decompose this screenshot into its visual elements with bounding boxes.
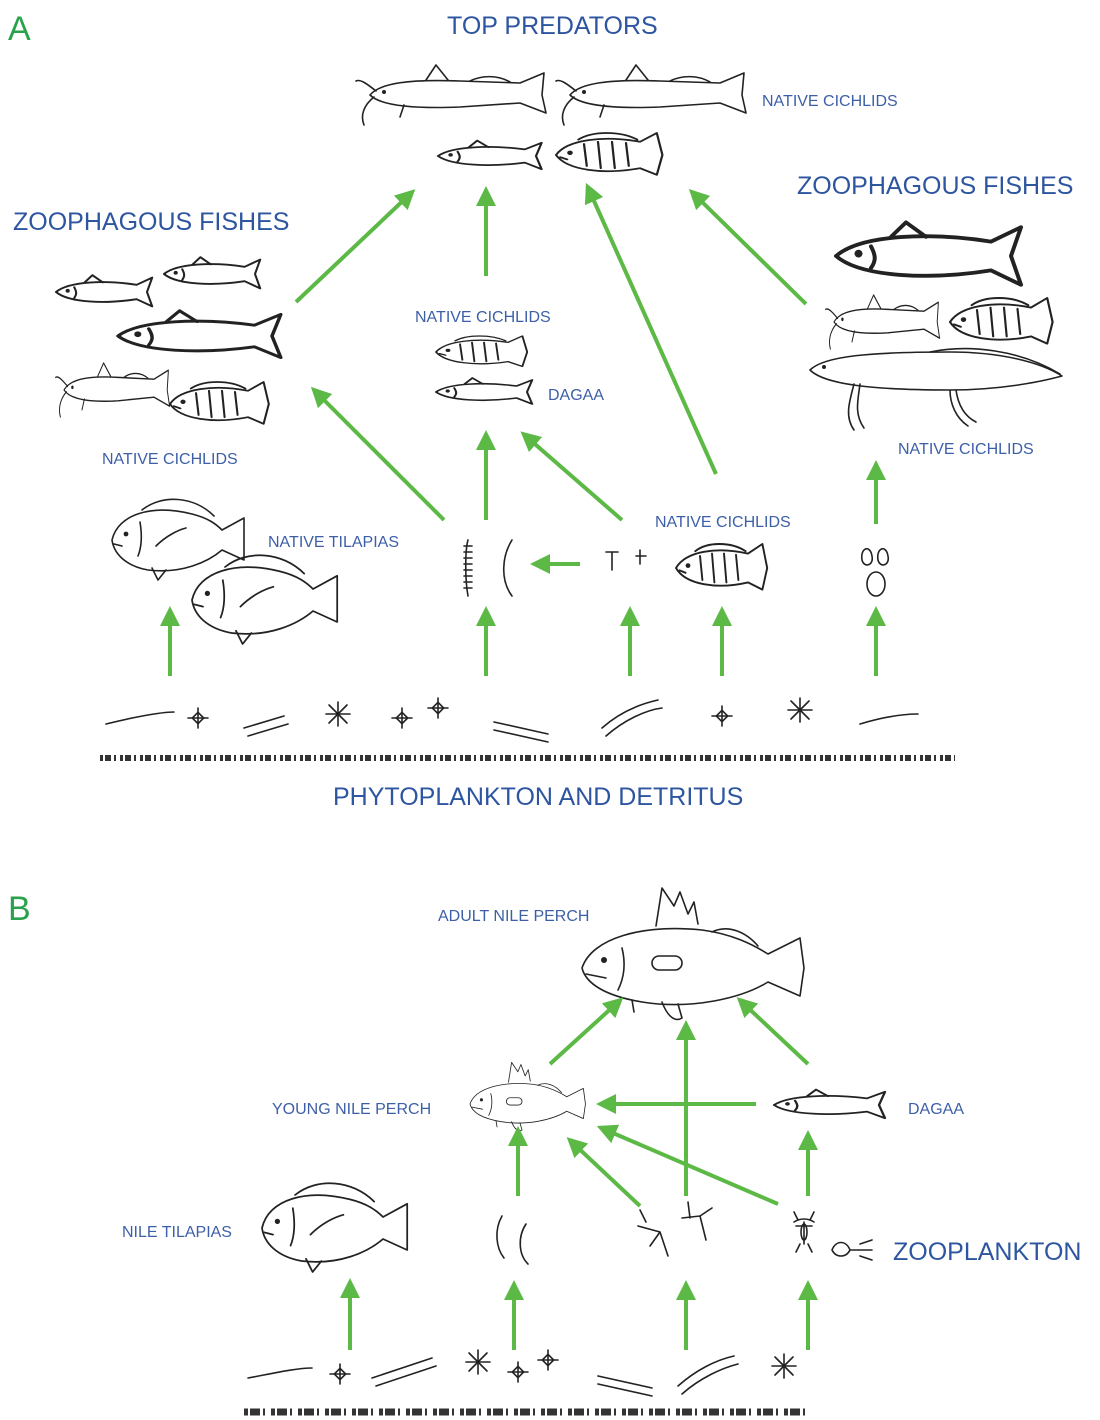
native-cichlids-left-label: NATIVE CICHLIDS	[102, 451, 238, 468]
cichlid-icon	[948, 296, 1054, 345]
nile-tilapias-label: NILE TILAPIAS	[122, 1224, 232, 1241]
adult-nile-perch-label: ADULT NILE PERCH	[438, 908, 589, 925]
cichlid-icon	[168, 380, 270, 425]
cichlid-icon	[435, 335, 529, 368]
catfish-icon	[824, 294, 941, 350]
nile-perch-icon	[581, 887, 805, 1021]
food-web-arrows-a	[160, 182, 886, 676]
tilapia-icon	[116, 309, 283, 360]
top-predators-label: TOP PREDATORS	[447, 12, 658, 40]
tilapia-icon	[191, 554, 339, 645]
native-tilapias-label: NATIVE TILAPIAS	[268, 534, 399, 551]
phytoplankton-detritus-label: PHYTOPLANKTON AND DETRITUS	[333, 783, 743, 811]
panel-a-letter: A	[8, 10, 31, 48]
phytoplankton-icon	[247, 1349, 797, 1397]
insect-larva-icon	[496, 1215, 529, 1265]
zooplankton-icon	[831, 1239, 873, 1261]
zooplankton-icon	[793, 1211, 815, 1253]
native-cichlids-right-label: NATIVE CICHLIDS	[898, 441, 1034, 458]
catfish-icon	[355, 64, 547, 126]
cichlid-icon	[675, 543, 769, 591]
snail-icon	[605, 549, 647, 571]
lungfish-icon	[809, 347, 1063, 431]
catfish-icon	[555, 64, 747, 126]
food-web-arrows-b	[340, 997, 818, 1350]
tilapia-icon	[261, 1182, 409, 1273]
phytoplankton-icon	[105, 697, 919, 743]
native-cichlids-center-label: NATIVE CICHLIDS	[415, 309, 551, 326]
dagaa-icon	[162, 256, 262, 290]
native-cichlids-top-label: NATIVE CICHLIDS	[762, 93, 898, 110]
zooplankton-label: ZOOPLANKTON	[893, 1238, 1081, 1266]
native-cichlids-lower-label: NATIVE CICHLIDS	[655, 514, 791, 531]
catfish-icon	[54, 362, 171, 418]
panel-b-letter: B	[8, 890, 31, 928]
young-nile-perch-label: YOUNG NILE PERCH	[272, 1101, 431, 1118]
dagaa-label-a: DAGAA	[548, 387, 604, 404]
dagaa-icon	[436, 139, 543, 171]
snail-icon	[860, 548, 890, 597]
zoophagous-fishes-right-label: ZOOPHAGOUS FISHES	[797, 172, 1073, 200]
cichlid-icon	[554, 131, 664, 176]
shrimp-icon	[637, 1201, 713, 1257]
dagaa-icon	[772, 1088, 887, 1120]
zoophagous-fishes-left-label: ZOOPHAGOUS FISHES	[13, 208, 289, 236]
insect-larva-icon	[502, 539, 513, 597]
dagaa-label-b: DAGAA	[908, 1101, 964, 1118]
dagaa-icon	[434, 376, 534, 406]
insect-larva-icon	[463, 539, 473, 597]
tilapia-icon	[834, 220, 1023, 287]
dagaa-icon	[54, 274, 154, 308]
tilapia-icon	[111, 498, 245, 581]
nile-perch-icon	[469, 1061, 586, 1132]
